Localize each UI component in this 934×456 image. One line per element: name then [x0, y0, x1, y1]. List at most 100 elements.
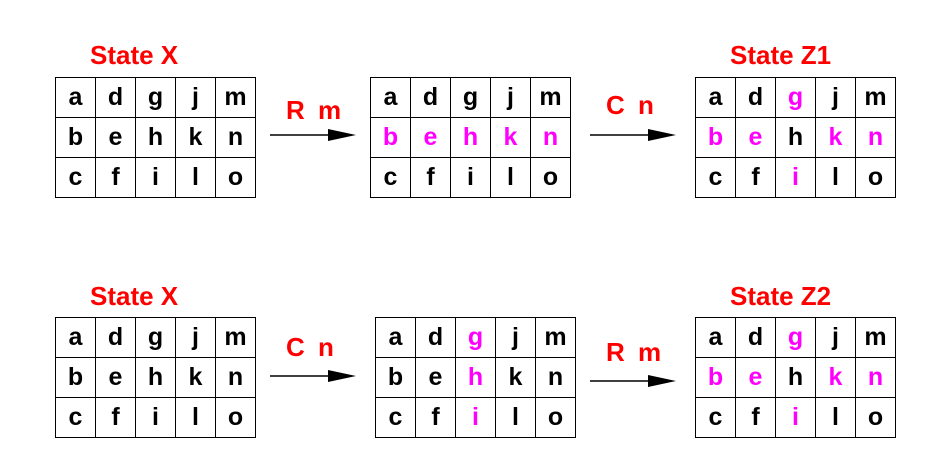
grid-cell-b: b — [696, 118, 736, 158]
grid-cell-h: h — [451, 118, 491, 158]
grid-cell-e: e — [416, 358, 456, 398]
grid-cell-j: j — [816, 318, 856, 358]
grid-cell-c: c — [371, 158, 411, 198]
grid-cell-g: g — [136, 78, 176, 118]
grid-cell-l: l — [496, 398, 536, 438]
grid-cell-h: h — [776, 358, 816, 398]
grid-cell-a: a — [56, 78, 96, 118]
grid-cell-g: g — [136, 318, 176, 358]
grid-cell-m: m — [856, 318, 896, 358]
grid-cell-i: i — [136, 158, 176, 198]
grid-cell-f: f — [96, 158, 136, 198]
grid-cell-k: k — [816, 358, 856, 398]
grid-cell-f: f — [736, 398, 776, 438]
grid-cell-d: d — [736, 78, 776, 118]
grid-cell-b: b — [376, 358, 416, 398]
grid-cell-e: e — [736, 358, 776, 398]
grid-cell-f: f — [736, 158, 776, 198]
grid-cell-m: m — [216, 78, 256, 118]
top-arrow-1-icon — [270, 129, 356, 141]
grid-cell-d: d — [736, 318, 776, 358]
grid-cell-e: e — [411, 118, 451, 158]
grid-cell-g: g — [776, 78, 816, 118]
grid-cell-l: l — [176, 398, 216, 438]
bottom-arrow-2-icon — [590, 375, 676, 387]
grid-cell-l: l — [176, 158, 216, 198]
grid-cell-n: n — [536, 358, 576, 398]
grid-cell-d: d — [416, 318, 456, 358]
grid-cell-k: k — [176, 118, 216, 158]
grid-cell-n: n — [856, 118, 896, 158]
grid-cell-e: e — [736, 118, 776, 158]
grid-cell-b: b — [56, 358, 96, 398]
grid-cell-c: c — [56, 398, 96, 438]
grid-cell-f: f — [411, 158, 451, 198]
top-end-title: State Z1 — [730, 40, 832, 70]
top-start-title: State X — [90, 40, 179, 70]
grid-cell-a: a — [56, 318, 96, 358]
grid-cell-o: o — [216, 398, 256, 438]
grid-cell-i: i — [776, 158, 816, 198]
grid-cell-m: m — [856, 78, 896, 118]
grid-cell-o: o — [856, 398, 896, 438]
grid-cell-o: o — [216, 158, 256, 198]
grid-cell-b: b — [696, 358, 736, 398]
grid-cell-g: g — [456, 318, 496, 358]
grid-cell-g: g — [451, 78, 491, 118]
grid-cell-o: o — [536, 398, 576, 438]
bottom-op1-label: C n — [286, 332, 334, 362]
grid-cell-g: g — [776, 318, 816, 358]
grid-cell-a: a — [696, 78, 736, 118]
grid-cell-k: k — [496, 358, 536, 398]
grid-cell-l: l — [816, 398, 856, 438]
grid-cell-l: l — [491, 158, 531, 198]
grid-cell-k: k — [816, 118, 856, 158]
grid-cell-a: a — [696, 318, 736, 358]
bottom-end-title: State Z2 — [730, 281, 832, 311]
grid-cell-d: d — [96, 318, 136, 358]
grid-cell-m: m — [531, 78, 571, 118]
grid-cell-o: o — [531, 158, 571, 198]
grid-cell-j: j — [816, 78, 856, 118]
grid-cell-i: i — [136, 398, 176, 438]
grid-cell-c: c — [376, 398, 416, 438]
grid-cell-m: m — [536, 318, 576, 358]
grid-cell-c: c — [56, 158, 96, 198]
grid-cell-m: m — [216, 318, 256, 358]
grid-cell-i: i — [451, 158, 491, 198]
bottom-op2-label: R m — [606, 337, 662, 367]
grid-cell-h: h — [776, 118, 816, 158]
grid-cell-f: f — [96, 398, 136, 438]
grid-cell-j: j — [176, 318, 216, 358]
grid-cell-h: h — [136, 118, 176, 158]
grid-cell-j: j — [176, 78, 216, 118]
grid-cell-c: c — [696, 158, 736, 198]
bottom-arrow-1-icon — [270, 370, 356, 382]
grid-cell-o: o — [856, 158, 896, 198]
grid-cell-e: e — [96, 118, 136, 158]
grid-cell-d: d — [96, 78, 136, 118]
grid-cell-n: n — [216, 358, 256, 398]
bottom-start-title: State X — [90, 281, 179, 311]
top-op1-label: R m — [286, 95, 342, 125]
grid-cell-l: l — [816, 158, 856, 198]
grid-cell-b: b — [371, 118, 411, 158]
grid-cell-h: h — [136, 358, 176, 398]
grid-cell-f: f — [416, 398, 456, 438]
grid-cell-n: n — [216, 118, 256, 158]
grid-cell-a: a — [371, 78, 411, 118]
top-arrow-2-icon — [590, 129, 676, 141]
grid-cell-k: k — [176, 358, 216, 398]
grid-cell-a: a — [376, 318, 416, 358]
grid-cell-e: e — [96, 358, 136, 398]
grid-cell-h: h — [456, 358, 496, 398]
grid-cell-i: i — [776, 398, 816, 438]
grid-cell-d: d — [411, 78, 451, 118]
